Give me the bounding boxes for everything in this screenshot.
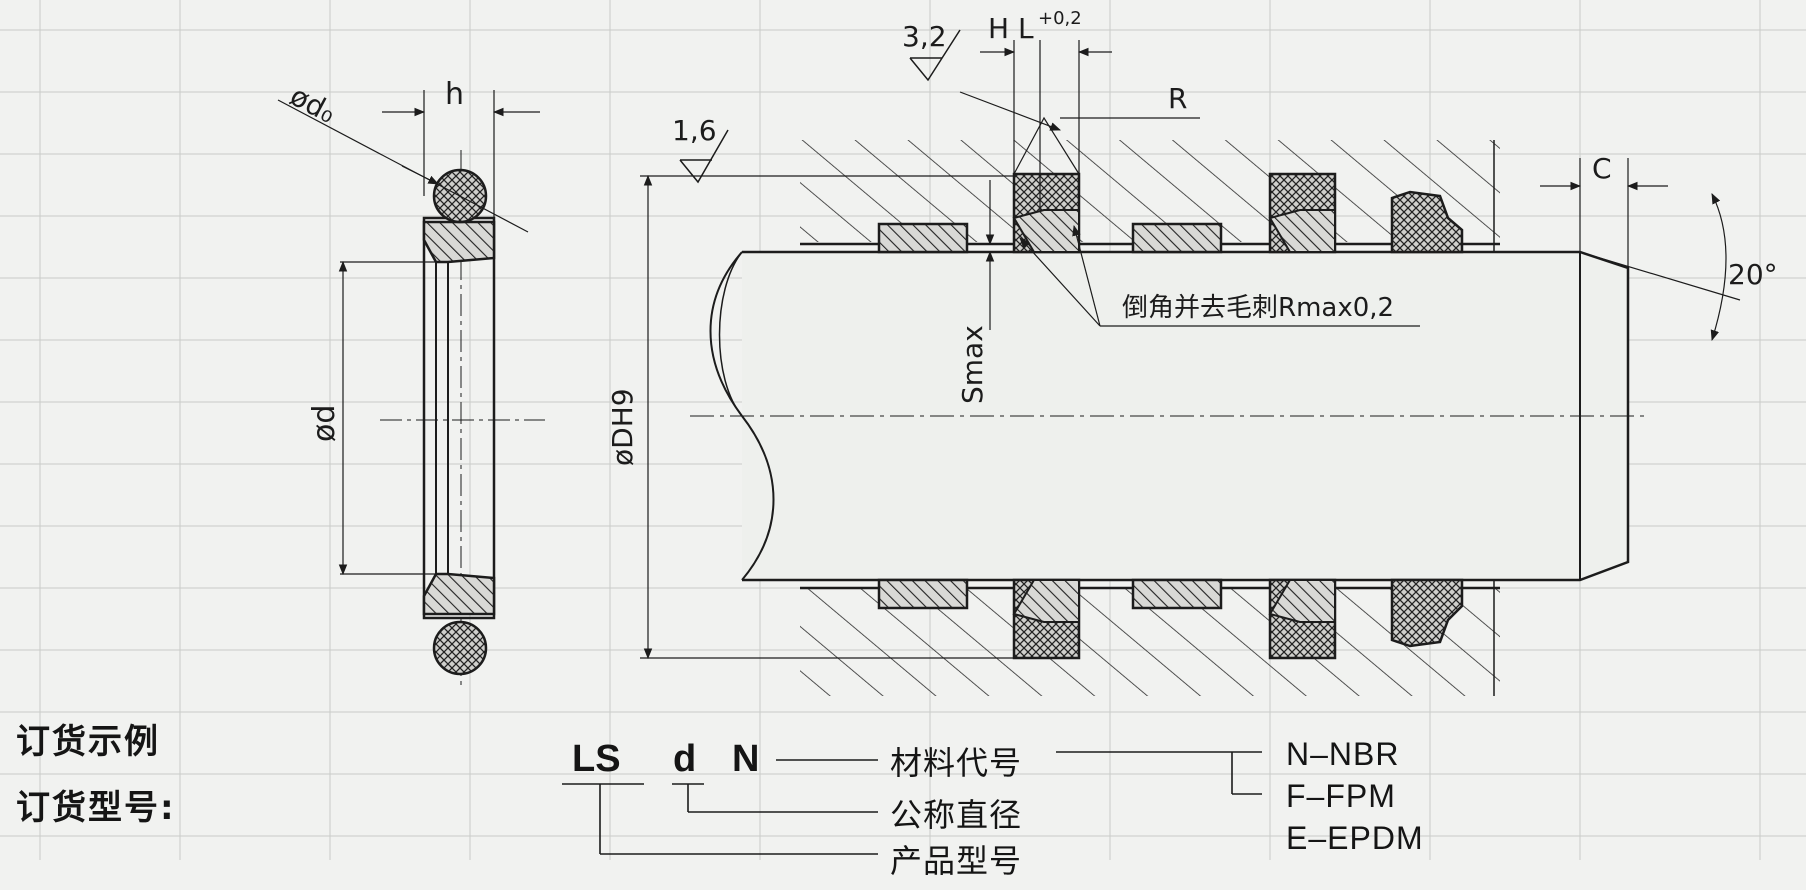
o-ring-bottom — [432, 620, 488, 676]
legend-product-model: 产品型号 — [890, 842, 1023, 880]
chamfer-leader-1 — [1019, 237, 1101, 327]
c-label: C — [1592, 152, 1612, 185]
order-model-title: 订货型号: — [16, 788, 176, 828]
seal-top-5 — [1390, 190, 1464, 254]
r-label: R — [1168, 82, 1187, 115]
code-ls: LS — [572, 738, 621, 780]
surface-symbol-3-2 — [909, 29, 961, 82]
chamfer-leader-2 — [1072, 224, 1101, 327]
ring-view — [277, 90, 545, 690]
seal-top-1 — [877, 222, 969, 254]
ring-bottom-section — [422, 572, 496, 616]
ring-body-outline — [422, 216, 496, 620]
chamfer-note: 倒角并去毛刺Rmax0,2 — [1122, 293, 1394, 323]
ring-d-label: ød — [307, 405, 342, 442]
legend-nominal-diameter: 公称直径 — [890, 796, 1023, 834]
surface-symbol-1-6 — [679, 129, 729, 184]
r-leader — [959, 91, 1062, 131]
l-dim-label: L — [1018, 12, 1034, 45]
shaft-break-curve-2 — [718, 251, 743, 417]
seal-bottom-3 — [1131, 578, 1223, 610]
chamfer-triangle — [1013, 116, 1080, 175]
groove-view — [640, 29, 1741, 696]
material-epdm: E–EPDM — [1286, 820, 1424, 856]
angle-label: 20° — [1728, 258, 1778, 291]
legend-material-code: 材料代号 — [890, 744, 1023, 782]
material-nbr: N–NBR — [1286, 736, 1400, 772]
seal-top-4-lip — [1268, 209, 1336, 253]
ordering-leaders — [562, 751, 1262, 855]
seal-bottom-2-lip — [1012, 579, 1080, 623]
l-tolerance-label: +0,2 — [1038, 8, 1082, 29]
code-d: d — [673, 738, 697, 780]
material-fpm: F–FPM — [1286, 778, 1396, 814]
surface-1-6-label: 1,6 — [672, 114, 717, 147]
seal-bottom-4-lip — [1268, 579, 1336, 623]
dh9-label: øDH9 — [606, 388, 639, 466]
angle-arc — [1710, 193, 1727, 342]
seal-top-3 — [1131, 222, 1223, 254]
seal-bottom-5 — [1390, 578, 1464, 648]
h-dim-label: H — [988, 12, 1009, 45]
ring-do-label: ød₀ — [285, 79, 341, 130]
ring-top-section — [422, 220, 496, 264]
do-arrow — [401, 165, 439, 185]
code-n: N — [732, 738, 760, 780]
seal-bottom-1 — [877, 578, 969, 610]
order-example-title: 订货示例 — [16, 722, 160, 762]
smax-label: Smax — [956, 325, 989, 404]
surface-3-2-label: 3,2 — [902, 20, 947, 53]
ring-h-label: h — [445, 77, 464, 112]
